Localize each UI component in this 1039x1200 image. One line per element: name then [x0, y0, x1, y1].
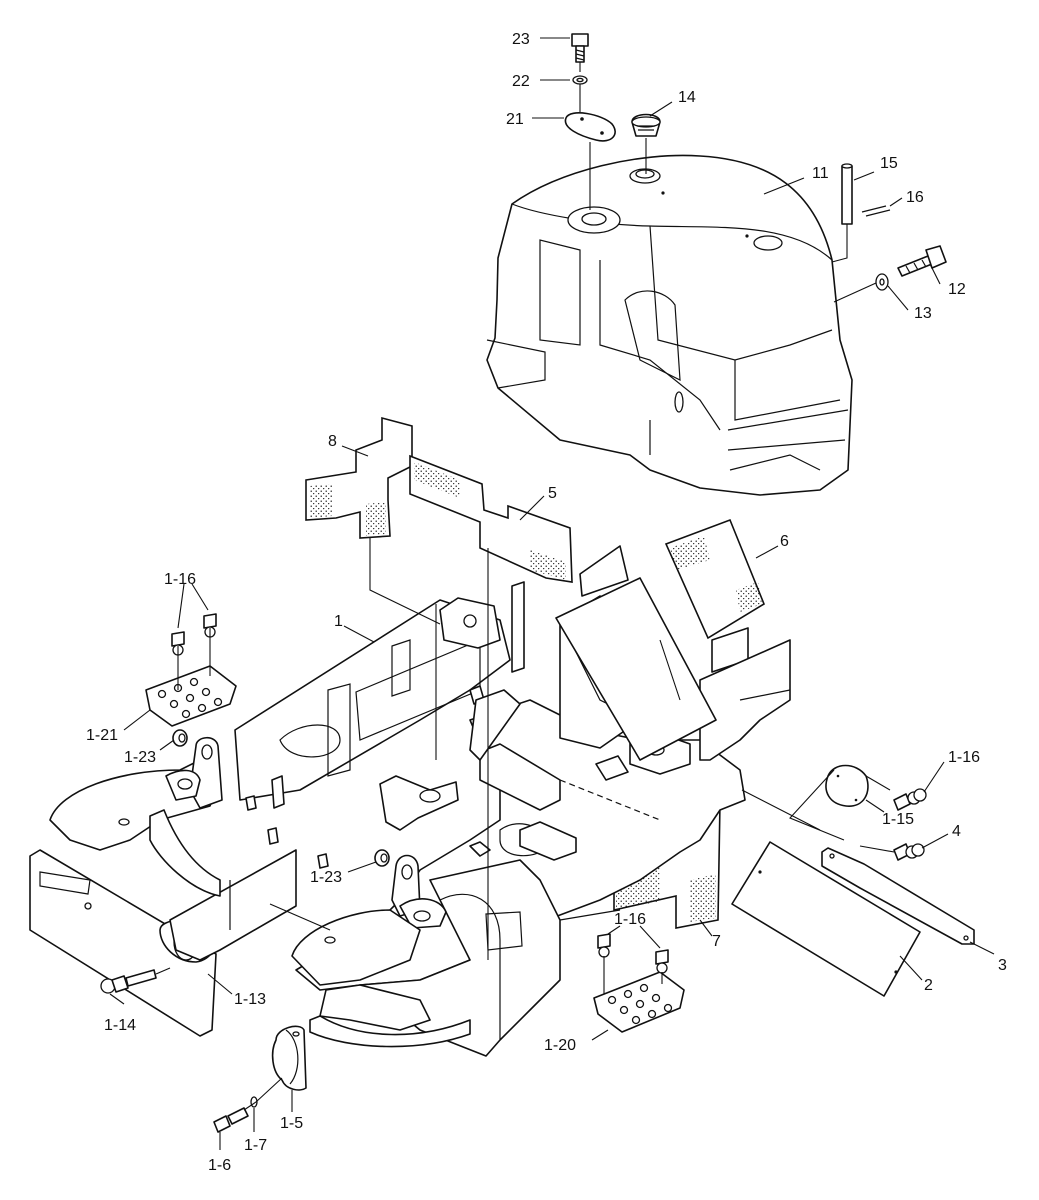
step-plate-1-20	[593, 971, 685, 1033]
main-frame	[29, 545, 791, 1057]
bolt-1-14	[100, 967, 171, 994]
callout-labels: 23 22 21 14 11 15 16 12 13 8 5 6 1 1-16 …	[86, 31, 1007, 1174]
bolts-1-16-lower	[597, 933, 669, 994]
cover-plate-2	[731, 841, 921, 997]
callout-22: 22	[512, 73, 530, 90]
bolt-4	[893, 843, 925, 861]
callout-11: 11	[812, 165, 829, 182]
cover-1-15	[825, 764, 869, 807]
callout-1-23-lower: 1-23	[310, 869, 342, 886]
callout-1-5: 1-5	[280, 1115, 303, 1132]
callout-14: 14	[678, 89, 696, 106]
callout-1-7: 1-7	[244, 1137, 267, 1154]
filler-cap-14	[631, 113, 661, 137]
pin-15	[841, 163, 853, 225]
bushing-1-23-upper	[172, 729, 188, 747]
callout-13: 13	[914, 305, 932, 322]
bolts-1-16-left	[171, 613, 217, 690]
callout-1-20: 1-20	[544, 1037, 576, 1054]
callout-1-23-upper: 1-23	[124, 749, 156, 766]
washer-22	[572, 75, 588, 85]
callout-6: 6	[780, 533, 789, 550]
callout-7: 7	[712, 933, 721, 950]
pad-6	[664, 518, 765, 640]
cap-1-5	[271, 1025, 307, 1091]
pin-16	[861, 205, 891, 217]
callout-12: 12	[948, 281, 966, 298]
callout-1-13: 1-13	[234, 991, 266, 1008]
callout-2: 2	[924, 977, 933, 994]
washer-13	[875, 273, 889, 291]
callout-16: 16	[906, 189, 924, 206]
bolt-12	[897, 245, 947, 277]
callout-1-16-right: 1-16	[948, 749, 980, 766]
bushing-1-23-lower	[374, 849, 390, 867]
callout-1-6: 1-6	[208, 1157, 231, 1174]
callout-5: 5	[548, 485, 557, 502]
bolt-1-6	[213, 1107, 249, 1133]
callout-3: 3	[998, 957, 1007, 974]
callout-1-15: 1-15	[882, 811, 914, 828]
callout-1-16-lower: 1-16	[614, 911, 646, 928]
callout-4: 4	[952, 823, 961, 840]
callout-23: 23	[512, 31, 530, 48]
callout-15: 15	[880, 155, 898, 172]
callout-21: 21	[506, 111, 524, 128]
callout-1: 1	[334, 613, 343, 630]
bolt-1-16-right	[893, 788, 927, 811]
pad-8	[305, 416, 413, 539]
step-plate-1-21	[145, 665, 237, 727]
counterweight	[486, 154, 853, 496]
pad-5	[409, 454, 573, 583]
callout-1-21: 1-21	[86, 727, 118, 744]
callout-8: 8	[328, 433, 337, 450]
cover-plate-21	[564, 112, 616, 142]
callout-1-14: 1-14	[104, 1017, 136, 1034]
callout-leaders	[109, 37, 995, 1150]
callout-1-16-left: 1-16	[164, 571, 196, 588]
bolt-23	[571, 33, 589, 63]
